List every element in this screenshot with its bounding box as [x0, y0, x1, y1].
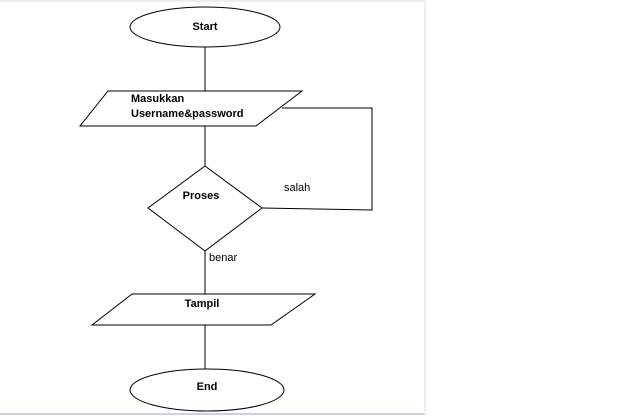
process-diamond	[147, 165, 263, 252]
end-terminal: End	[129, 368, 285, 412]
connector-false-loop	[261, 107, 373, 211]
output-parallelogram: Tampil	[90, 293, 317, 326]
start-terminal: Start	[129, 6, 281, 48]
input-parallelogram: Masukkan Username&password	[78, 90, 304, 127]
process-decision: Proses	[147, 165, 263, 252]
input-label-line1: Masukkan	[131, 93, 184, 105]
end-ellipse	[129, 368, 285, 412]
input-shape	[78, 90, 304, 127]
true-branch-label: benar	[209, 252, 237, 264]
start-label: Start	[192, 21, 217, 33]
input-label-line2: Username&password	[131, 108, 244, 120]
output-shape	[90, 293, 317, 326]
output-label: Tampil	[185, 298, 220, 310]
false-branch-label: salah	[284, 182, 310, 194]
start-ellipse	[129, 6, 281, 48]
end-label: End	[197, 381, 218, 393]
process-label: Proses	[183, 190, 220, 202]
